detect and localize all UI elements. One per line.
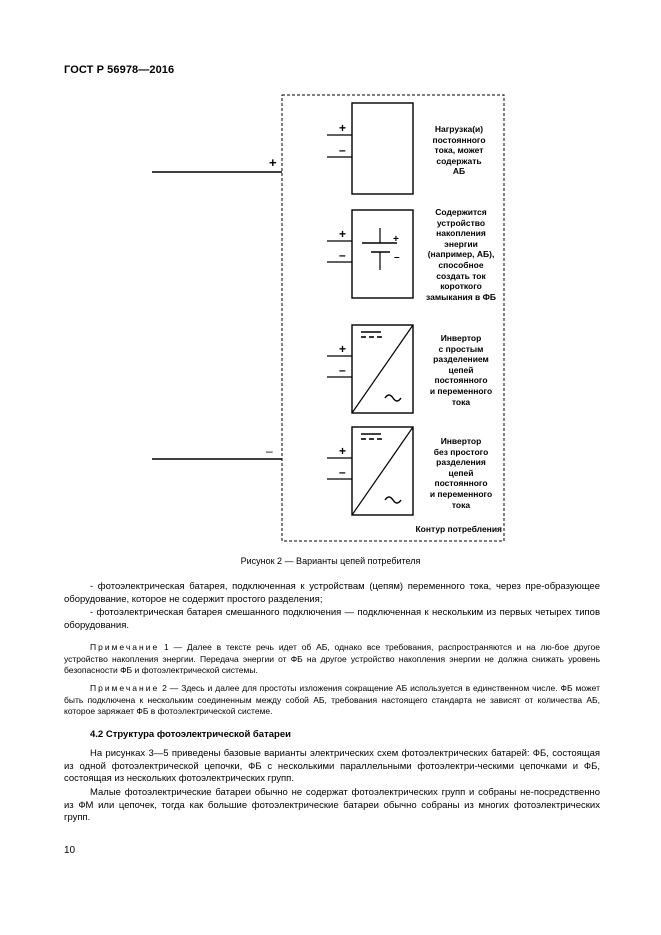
plus-sign: + [339, 227, 346, 241]
figure-caption: Рисунок 2 — Варианты цепей потребителя [240, 556, 421, 566]
minus-sign: – [339, 465, 346, 479]
main-plus-sign: + [269, 155, 277, 170]
inverter-diagonal [351, 324, 414, 414]
battery-minus-sign: – [394, 252, 400, 263]
bullet-ac-connected: - фотоэлектрическая батарея, подключенна… [64, 581, 600, 605]
energy-storage-box [351, 209, 414, 299]
inverter-box [351, 426, 414, 516]
inverter-box [351, 324, 414, 414]
minus-sign: – [339, 248, 346, 262]
paragraph-basic-schemes: На рисунках 3—5 приведены базовые вариан… [64, 748, 600, 785]
ac-symbol [384, 496, 402, 504]
bullet-mixed-connection: - фотоэлектрическая батарея смешанного п… [64, 607, 600, 631]
note-1-label: Примечание [90, 642, 160, 652]
plus-sign: + [339, 444, 346, 458]
energy-storage-block: + – + – [327, 209, 414, 299]
consumer-circuits-diagram: + – + – + – + – + – [152, 94, 505, 542]
paragraph-small-large-arrays: Малые фотоэлектрические батареи обычно н… [64, 787, 600, 824]
dc-load-block: + – [327, 102, 414, 195]
dc-load-box [351, 102, 414, 195]
energy-storage-label: Содержится устройство накопления энергии… [425, 207, 496, 302]
inverter-diagonal [351, 426, 414, 516]
consumption-contour-boundary [281, 94, 505, 542]
page-number: 10 [64, 845, 76, 856]
note-2-label: Примечание [90, 683, 160, 693]
inverter-simple-label: Инвертор с простым разделением цепей пос… [429, 333, 493, 407]
note-2: Примечание 2 — Здесь и далее для простот… [64, 683, 600, 718]
section-heading: 4.2 Структура фотоэлектрической батареи [90, 729, 291, 740]
minus-sign: – [339, 143, 346, 157]
inverter-no-separation-label: Инвертор без простого разделения цепей п… [429, 436, 493, 510]
dc-load-label: Нагрузка(и) постоянного тока, может соде… [432, 124, 486, 177]
contour-label: Контур потребления [415, 524, 502, 534]
note-2-text: 2 — Здесь и далее для простоты изложения… [64, 683, 600, 717]
battery-plus-sign: + [393, 234, 399, 245]
inverter-no-separation-block: + – [327, 426, 414, 516]
document-header: ГОСТ Р 56978—2016 [64, 64, 175, 76]
plus-sign: + [339, 121, 346, 135]
minus-sign: – [339, 363, 346, 377]
plus-sign: + [339, 342, 346, 356]
ac-symbol [384, 394, 402, 402]
inverter-simple-separation-block: + – [327, 324, 414, 414]
main-minus-sign: – [266, 444, 273, 458]
note-1: Примечание 1 — Далее в тексте речь идет … [64, 642, 600, 677]
note-1-text: 1 — Далее в тексте речь идет об АБ, одна… [64, 642, 600, 676]
